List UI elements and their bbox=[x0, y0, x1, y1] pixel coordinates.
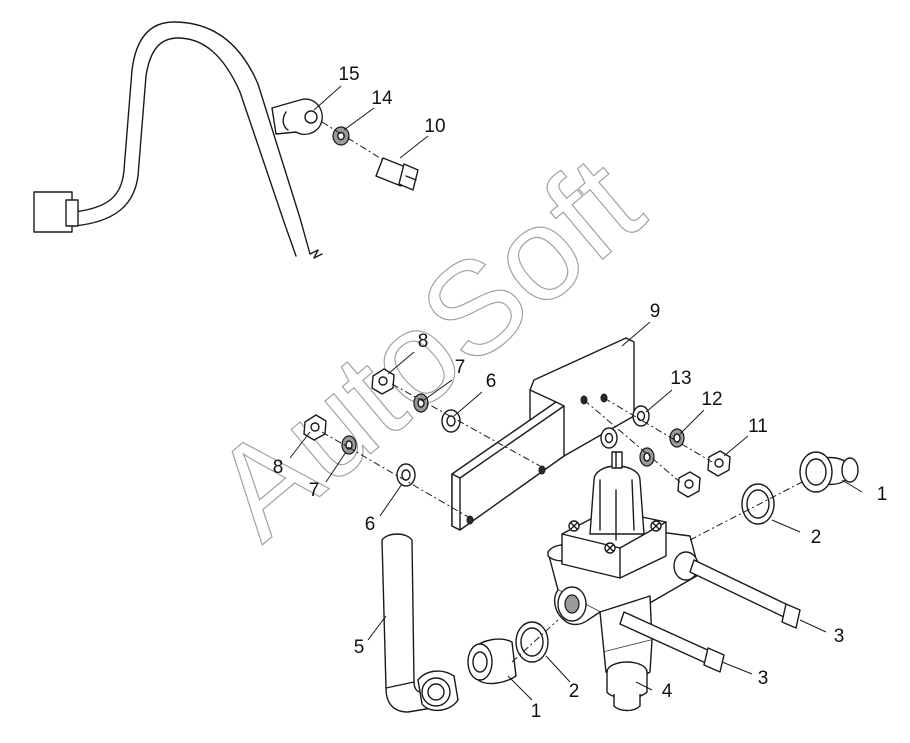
bolt-10 bbox=[375, 157, 419, 191]
lock-washer-12 bbox=[639, 428, 685, 467]
mounting-bracket-9 bbox=[451, 337, 635, 531]
callout-7-upper: 7 bbox=[455, 357, 466, 378]
callout-5: 5 bbox=[354, 637, 365, 658]
callout-8-upper: 8 bbox=[418, 331, 429, 352]
callout-leaders bbox=[289, 85, 863, 701]
callout-3-lower: 3 bbox=[758, 668, 769, 689]
callout-1-right: 1 bbox=[877, 484, 888, 505]
callout-labels: 15 14 10 9 8 7 6 13 12 11 8 7 6 1 2 3 5 … bbox=[273, 64, 888, 722]
callout-2-lower: 2 bbox=[569, 681, 580, 702]
callout-11: 11 bbox=[748, 416, 768, 437]
callout-3-upper: 3 bbox=[834, 626, 845, 647]
callout-13: 13 bbox=[670, 368, 691, 389]
callout-8-lower: 8 bbox=[273, 457, 284, 478]
bolt-3-lower bbox=[619, 611, 725, 673]
washer-6-lower bbox=[396, 463, 416, 487]
hose-5 bbox=[381, 533, 459, 713]
o-ring-2-right bbox=[741, 483, 775, 525]
lock-washer-7-upper bbox=[413, 393, 429, 413]
washer-13 bbox=[600, 405, 650, 449]
callout-9: 9 bbox=[650, 301, 661, 322]
fitting-1-lower bbox=[467, 638, 517, 685]
o-ring-2-lower bbox=[515, 621, 549, 663]
callout-6-lower: 6 bbox=[365, 514, 376, 535]
callout-12: 12 bbox=[701, 389, 722, 410]
tube-assembly bbox=[33, 21, 323, 259]
washer-14 bbox=[332, 126, 350, 146]
bolt-3-upper bbox=[689, 559, 801, 629]
fitting-4 bbox=[606, 661, 648, 712]
callout-6-upper: 6 bbox=[486, 371, 497, 392]
callout-1-lower: 1 bbox=[531, 701, 542, 722]
nut-11 bbox=[677, 450, 731, 498]
callout-15: 15 bbox=[338, 64, 359, 85]
callout-10: 10 bbox=[424, 116, 445, 137]
nut-8-upper bbox=[371, 368, 395, 395]
washer-6-upper bbox=[441, 409, 461, 433]
callout-14: 14 bbox=[371, 88, 393, 109]
pressure-regulator-valve bbox=[547, 451, 701, 679]
callout-7-lower: 7 bbox=[309, 480, 320, 501]
callout-4: 4 bbox=[662, 681, 673, 702]
fitting-1-right bbox=[799, 451, 859, 493]
callout-2-right: 2 bbox=[811, 527, 822, 548]
